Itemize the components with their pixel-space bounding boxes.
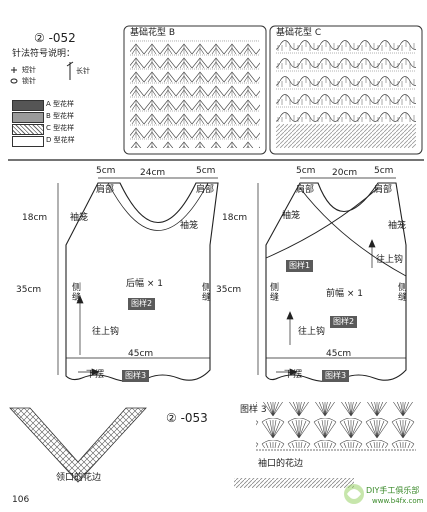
front-body-height: 35cm (216, 285, 242, 295)
pattern-c-chart (276, 40, 416, 122)
front-piece-outline (265, 182, 407, 383)
legend-ch-label: 锁针 (22, 77, 36, 85)
front-dimension-lines (257, 177, 406, 376)
front-neck-width: 20cm (332, 168, 358, 178)
pattern-c-title: 基础花型 C (276, 28, 322, 38)
back-neck-width: 24cm (140, 168, 166, 178)
swatch-a-label: A 型花样 (46, 100, 75, 108)
back-shoulder-label-left: 肩部 (96, 185, 115, 195)
legend-sc-label: 短针 (22, 66, 36, 74)
front-armhole-height: 18cm (222, 213, 248, 223)
back-piece-outline (65, 182, 219, 383)
front-side-seam-right: 侧缝 (396, 282, 406, 302)
back-armhole-height: 18cm (22, 213, 48, 223)
swatch-d-label: D 型花样 (46, 136, 75, 144)
front-pattern-tag-2: 图样2 (330, 316, 358, 328)
back-armhole-label-right: 袖笼 (180, 221, 199, 231)
front-hem-tag: 图样3 (322, 370, 350, 382)
back-side-seam-left: 侧缝 (70, 282, 80, 302)
pattern-3-title: 图样 3 (240, 405, 267, 415)
back-piece-name: 后幅 × 1 (126, 279, 163, 289)
back-shoulder-left: 5cm (96, 166, 116, 176)
pattern-053-title: ② -053 (166, 411, 208, 425)
swatch-d (12, 136, 44, 147)
pattern-b-chart (130, 40, 260, 148)
back-hook-up: 往上钩 (92, 327, 120, 337)
swatch-b (12, 112, 44, 123)
front-shoulder-left: 5cm (296, 166, 316, 176)
front-piece-name: 前幅 × 1 (326, 289, 363, 299)
front-side-seam-left: 侧缝 (268, 282, 278, 302)
front-armhole-label: 袖笼 (282, 211, 301, 221)
front-hook-up: 往上钩 (298, 327, 326, 337)
back-pattern-tag: 图样2 (128, 298, 156, 310)
back-side-seam-right: 侧缝 (200, 282, 210, 302)
legend-dc-label: 长针 (76, 67, 90, 75)
front-shoulder-right: 5cm (374, 166, 394, 176)
back-dimension-lines (57, 177, 218, 376)
front-shoulder-label-right: 肩部 (374, 185, 393, 195)
front-hem: 下摆 (284, 370, 303, 380)
back-hem-tag: 图样3 (122, 370, 150, 382)
back-body-height: 35cm (16, 285, 42, 295)
front-width: 45cm (326, 349, 352, 359)
sleeve-edge-caption: 袖口的花边 (258, 459, 304, 469)
swatch-a (12, 100, 44, 111)
pattern-3-chart (234, 402, 416, 488)
pattern-b-title: 基础花型 B (130, 28, 176, 38)
swatch-b-label: B 型花样 (46, 112, 75, 120)
front-hook-up-top: 往上钩 (376, 255, 404, 265)
front-pattern-tag-1: 图样1 (286, 260, 314, 272)
pattern-052-title: ② -052 (34, 31, 76, 45)
back-hem: 下摆 (86, 370, 105, 380)
swatch-c-label: C 型花样 (46, 124, 75, 132)
swatch-c (12, 124, 44, 135)
watermark-url: www.b4fx.com (372, 497, 424, 505)
back-armhole-label: 袖笼 (70, 213, 89, 223)
back-width: 45cm (128, 349, 154, 359)
front-shoulder-label-left: 肩部 (296, 185, 315, 195)
neck-edge-caption: 领口的花边 (56, 473, 102, 483)
back-shoulder-label-right: 肩部 (196, 185, 215, 195)
page-number: 106 (12, 495, 30, 505)
stitch-symbols (10, 61, 74, 84)
legend-title: 针法符号说明： (12, 49, 76, 59)
watermark-logo (344, 484, 364, 504)
front-armhole-label-right: 袖笼 (388, 221, 407, 231)
watermark-brand: DIY手工俱乐部 (366, 486, 420, 495)
back-shoulder-right: 5cm (196, 166, 216, 176)
neck-edge-chart (9, 407, 147, 483)
